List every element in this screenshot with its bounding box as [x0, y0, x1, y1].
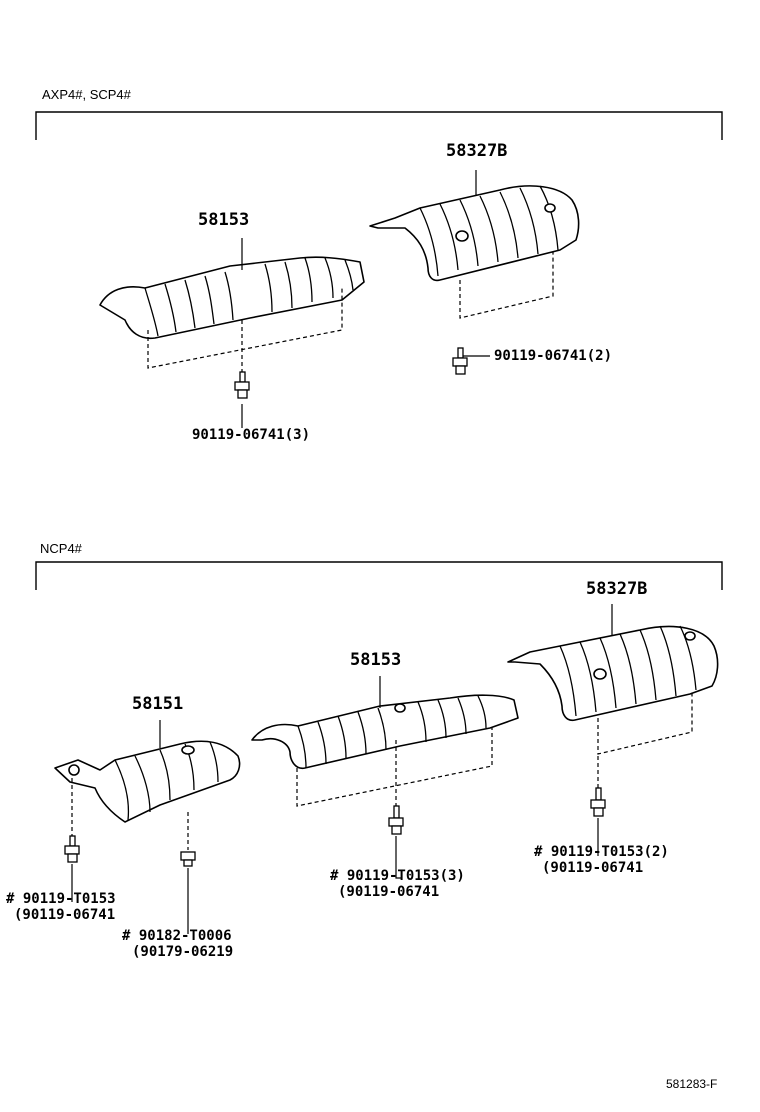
bottom-bolt-center: [388, 805, 404, 835]
top-heat-shield-58153: [99, 256, 365, 340]
bottom-section-bracket: [35, 561, 723, 590]
bolt-label-b4-line1: # 90119-T0153(2): [534, 844, 669, 860]
bottom-nut: [180, 851, 196, 867]
bolt-label-b1-line1: # 90119-T0153: [6, 891, 116, 907]
top-heat-shield-58327B: [369, 185, 580, 282]
bolt-label-top-right: 90119-06741(2): [494, 348, 613, 364]
diagram-code: 581283-F: [666, 1077, 718, 1091]
part-label-top-58327B: 58327B: [446, 141, 508, 161]
bottom-section-label: NCP4#: [40, 541, 82, 556]
part-label-bottom-58151: 58151: [132, 694, 184, 714]
bottom-bolt-right: [590, 787, 606, 817]
top-section-bracket: [35, 111, 723, 140]
bottom-heat-shield-58327B: [507, 625, 719, 722]
part-label-bottom-58327B: 58327B: [586, 579, 648, 599]
bolt-label-b2-line2: (90179-06219: [132, 944, 234, 960]
part-label-top-58153: 58153: [198, 210, 250, 230]
bolt-label-top-center: 90119-06741(3): [192, 427, 311, 443]
top-section-label: AXP4#, SCP4#: [42, 87, 131, 102]
bolt-label-b4-line2: (90119-06741: [542, 860, 644, 876]
bottom-heat-shield-58151: [54, 740, 241, 823]
part-label-bottom-58153: 58153: [350, 650, 402, 670]
bolt-label-b3-line1: # 90119-T0153(3): [330, 868, 465, 884]
bottom-heat-shield-58153: [251, 694, 519, 770]
top-bolt-center: [234, 371, 250, 399]
top-bolt-right: [452, 347, 468, 375]
bolt-label-b3-line2: (90119-06741: [338, 884, 440, 900]
bottom-bolt-left: [64, 835, 80, 863]
bolt-label-b2-line1: # 90182-T0006: [122, 928, 232, 944]
bolt-label-b1-line2: (90119-06741: [14, 907, 116, 923]
